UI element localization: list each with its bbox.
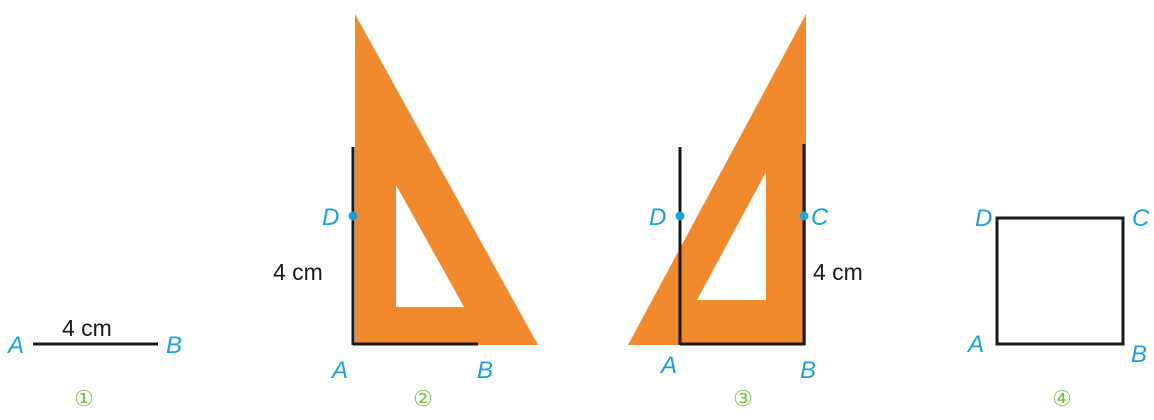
- length-label: 4 cm: [273, 259, 323, 285]
- point-label-b: B: [477, 357, 493, 384]
- step-1: A B 4 cm ①: [6, 315, 182, 412]
- step-number: ③: [733, 387, 753, 412]
- point-label-d: D: [975, 205, 992, 232]
- point-label-d: D: [649, 204, 666, 231]
- point-label-c: C: [811, 204, 829, 231]
- point-d: [675, 211, 685, 221]
- length-label: 4 cm: [62, 315, 112, 341]
- point-label-b: B: [1131, 341, 1147, 368]
- point-label-c: C: [1132, 205, 1150, 232]
- step-number: ①: [74, 387, 94, 412]
- step-2: D A B 4 cm ②: [273, 14, 538, 412]
- length-label: 4 cm: [813, 259, 863, 285]
- step-3: D C A B 4 cm ③: [628, 14, 863, 412]
- square-abcd: [995, 216, 1125, 346]
- point-label-b: B: [800, 357, 816, 384]
- point-label-a: A: [659, 352, 677, 379]
- set-square: [628, 14, 806, 345]
- point-label-a: A: [6, 332, 24, 359]
- set-square: [355, 14, 538, 345]
- step-4: D C A B ④: [966, 205, 1150, 412]
- point-label-b: B: [166, 332, 182, 359]
- step-number: ④: [1052, 387, 1072, 412]
- step-number: ②: [413, 387, 433, 412]
- point-d: [348, 211, 358, 221]
- point-label-a: A: [330, 357, 348, 384]
- point-label-a: A: [966, 331, 984, 358]
- point-label-d: D: [322, 204, 339, 231]
- point-c: [799, 211, 809, 221]
